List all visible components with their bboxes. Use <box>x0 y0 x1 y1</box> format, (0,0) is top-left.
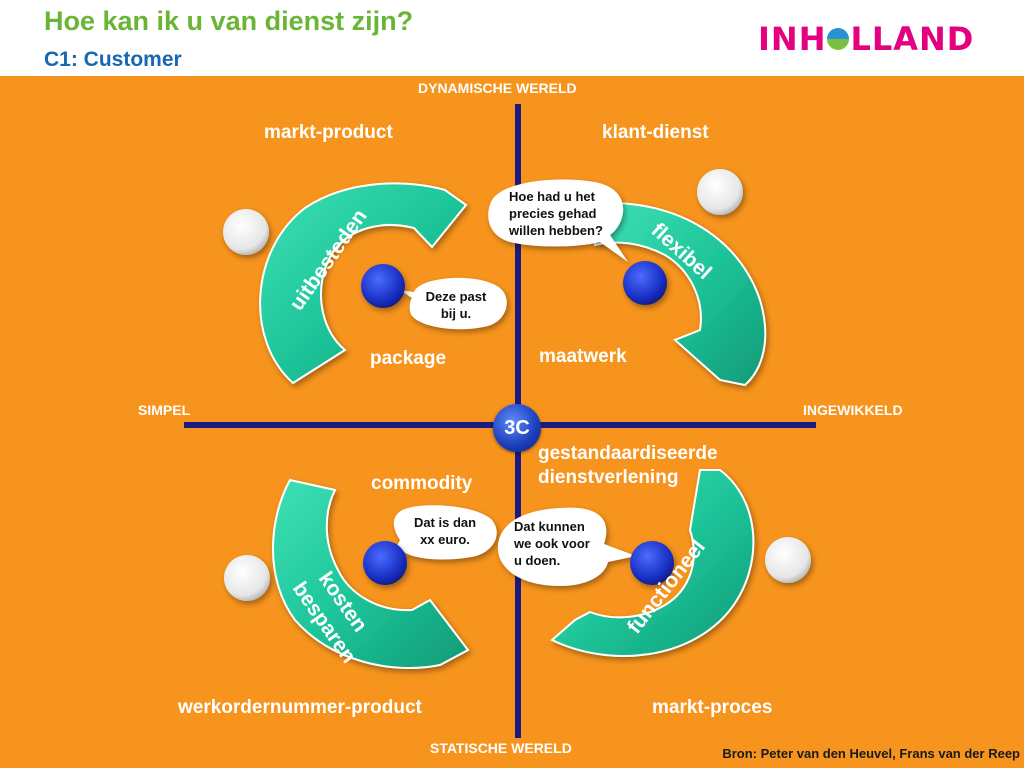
bubble-text-top-left: Deze past bij u. <box>421 288 491 322</box>
offering-label-commodity: commodity <box>371 473 473 494</box>
bubble-line: bij u. <box>440 306 472 321</box>
offering-label-standardized-line2: dienstverlening <box>538 467 679 488</box>
bubble-line: u doen. <box>514 553 561 568</box>
bubble-text-top-right: Hoe had u het precies gehad willen hebbe… <box>509 188 603 239</box>
provider-circle-top-right <box>623 261 667 305</box>
bubble-line: willen hebben? <box>509 223 603 238</box>
offering-label-package: package <box>370 348 447 369</box>
axis-label-left: SIMPEL <box>138 402 191 418</box>
arrow-flexibel <box>593 201 767 387</box>
logo-text-left: INH <box>758 20 827 58</box>
provider-circle-bottom-right <box>630 541 674 585</box>
globe-icon <box>827 28 850 50</box>
page-subtitle: C1: Customer <box>44 48 182 71</box>
bubble-line: Deze past <box>425 289 487 304</box>
speech-bubble-bottom-right <box>497 507 636 586</box>
quadrant-label-bottom-left: werkordernummer-product <box>178 697 422 718</box>
bubble-line: Dat is dan <box>413 515 477 530</box>
axis-label-right: INGEWIKKELD <box>803 402 903 418</box>
offering-label-standardized: gestandaardiseerde dienstverlening <box>538 442 718 490</box>
source-credit: Bron: Peter van den Heuvel, Frans van de… <box>722 746 1020 761</box>
arrow-functioneel <box>550 469 755 657</box>
logo-text-right: LLAND <box>850 20 975 58</box>
customer-circle-top-right <box>697 169 743 215</box>
bubble-line: Hoe had u het <box>509 189 595 204</box>
arrow-kosten-besparen <box>272 478 470 669</box>
offering-label-maatwerk: maatwerk <box>539 346 627 367</box>
customer-circle-bottom-left <box>224 555 270 601</box>
bubble-line: precies gehad <box>509 206 597 221</box>
speech-bubble-top-right <box>488 179 628 262</box>
bubble-line: Dat kunnen <box>514 519 585 534</box>
provider-circle-top-left <box>361 264 405 308</box>
bubble-line: xx euro. <box>420 532 470 547</box>
bubble-text-bottom-right: Dat kunnen we ook voor u doen. <box>514 518 590 569</box>
customer-circle-bottom-right <box>765 537 811 583</box>
bubble-text-bottom-left: Dat is dan xx euro. <box>406 514 484 548</box>
offering-label-standardized-line1: gestandaardiseerde <box>538 443 718 464</box>
speech-bubble-bottom-left <box>393 505 497 560</box>
provider-circle-bottom-left <box>363 541 407 585</box>
page-title: Hoe kan ik u van dienst zijn? <box>44 6 414 36</box>
inholland-logo: INH LLAND <box>758 20 974 58</box>
center-badge-3c: 3C <box>493 404 541 452</box>
speech-bubble-top-left <box>400 277 507 330</box>
axis-label-bottom: STATISCHE WERELD <box>430 740 572 756</box>
arrow-uitbesteden <box>259 182 468 385</box>
quadrant-label-bottom-right: markt-proces <box>652 697 773 718</box>
quadrant-label-top-right: klant-dienst <box>602 122 709 143</box>
bubble-line: we ook voor <box>514 536 590 551</box>
axis-label-top: DYNAMISCHE WERELD <box>418 80 577 96</box>
quadrant-label-top-left: markt-product <box>264 122 393 143</box>
customer-circle-top-left <box>223 209 269 255</box>
